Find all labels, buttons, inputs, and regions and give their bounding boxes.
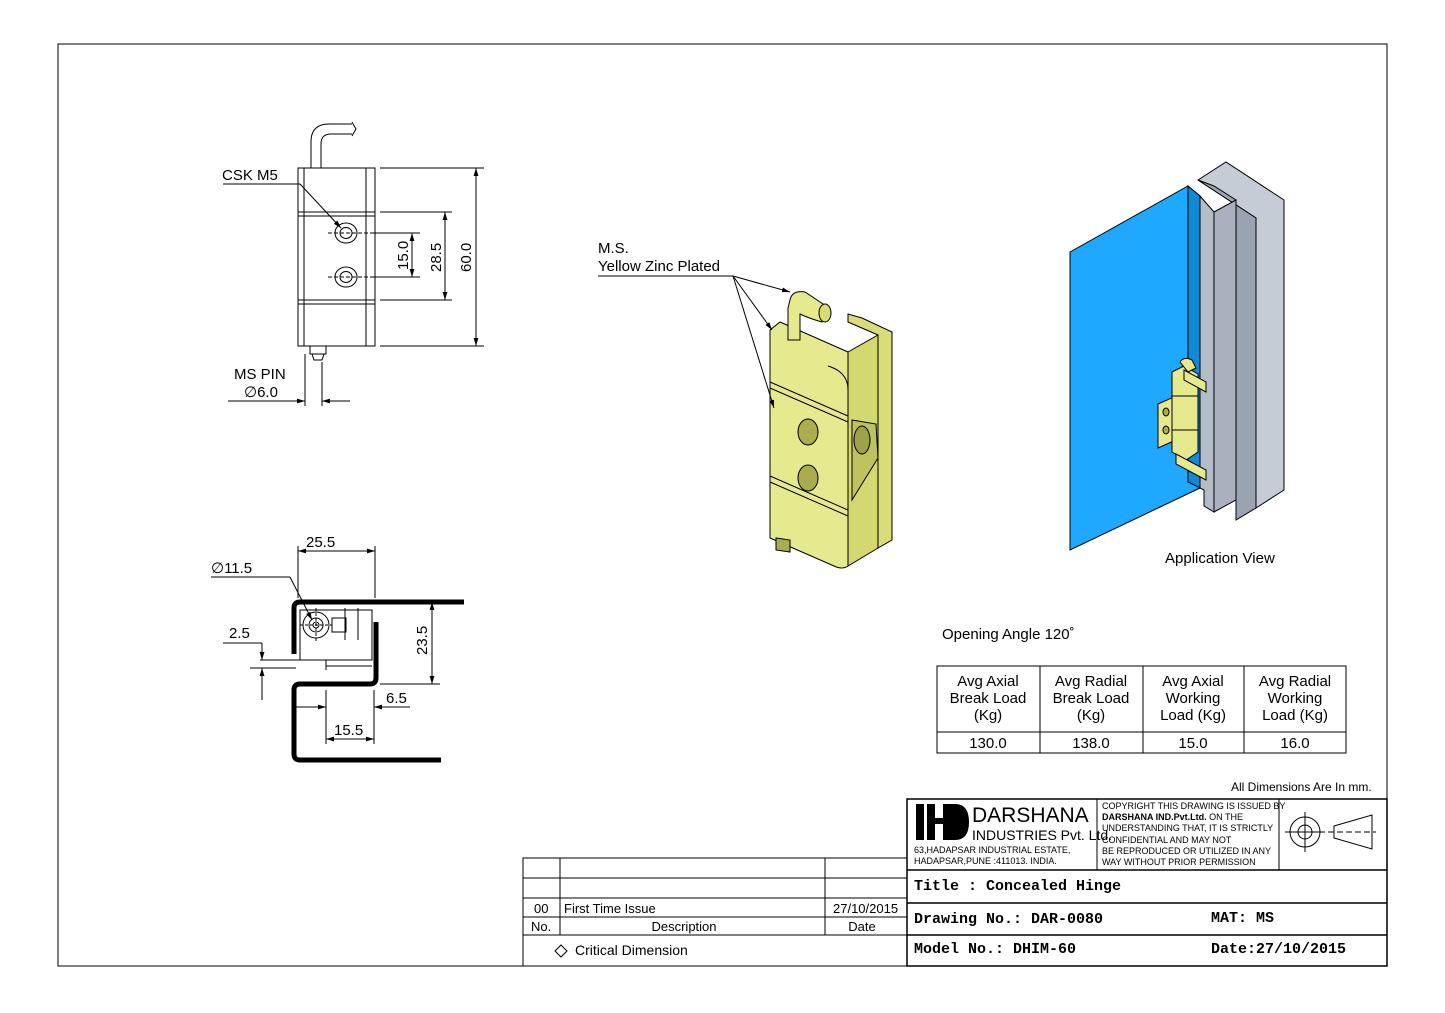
hdr-2-2: Load (Kg) — [1160, 707, 1226, 724]
hdr-3-2: Load (Kg) — [1262, 707, 1328, 724]
revision-table — [522, 857, 908, 967]
hdr-2-0: Avg Axial — [1162, 673, 1223, 690]
hdr-0-0: Avg Axial — [957, 673, 1018, 690]
copy-2: DARSHANA IND.Pvt.Ltd. ON THE — [1102, 812, 1243, 822]
drawing-number: Drawing No.: DAR-0080 — [914, 911, 1103, 928]
rev-desc: First Time Issue — [564, 901, 656, 916]
rev-no: 00 — [534, 901, 548, 916]
sec-dim-15: 15.5 — [334, 722, 363, 739]
material-line2: Yellow Zinc Plated — [598, 258, 720, 275]
copy-5: BE REPRODUCED OR UTILIZED IN ANY — [1102, 846, 1271, 856]
copyright-text: COPYRIGHT THIS DRAWING IS ISSUED BY DARS… — [1102, 801, 1285, 867]
hdr-1-0: Avg Radial — [1055, 673, 1127, 690]
dim-15: 15.0 — [395, 241, 412, 270]
critical-dimension: Critical Dimension — [575, 942, 688, 958]
sec-dim-11: ∅11.5 — [211, 560, 252, 577]
hdr-3-0: Avg Radial — [1259, 673, 1331, 690]
val-3: 16.0 — [1280, 735, 1309, 752]
csk-label: CSK M5 — [222, 167, 278, 184]
val-2: 15.0 — [1178, 735, 1207, 752]
copy-2a: DARSHANA IND.Pvt.Ltd. — [1102, 812, 1207, 822]
sec-dim-25: 25.5 — [306, 534, 335, 551]
model-number: Model No.: DHIM-60 — [914, 941, 1076, 958]
revision-text: 00 First Time Issue 27/10/2015 No. Descr… — [531, 901, 898, 958]
isometric-hinge — [598, 275, 893, 569]
application-view-label: Application View — [1165, 550, 1275, 567]
sec-dim-23: 23.5 — [414, 626, 431, 655]
front-view — [223, 121, 484, 406]
val-0: 130.0 — [969, 735, 1007, 752]
copy-3: UNDERSTANDING THAT, IT IS STRICTLY — [1102, 823, 1273, 833]
dim-28: 28.5 — [428, 243, 445, 272]
hdr-3-1: Working — [1268, 690, 1323, 707]
hdr-1-2: (Kg) — [1077, 707, 1105, 724]
copy-6: WAY WITHOUT PRIOR PERMISSION — [1102, 857, 1256, 867]
sec-dim-6: 6.5 — [386, 690, 407, 707]
material-spec: MAT: MS — [1211, 910, 1274, 927]
hdr-0-1: Break Load — [950, 690, 1027, 707]
drawing-title: Title : Concealed Hinge — [914, 878, 1121, 895]
rev-col-no: No. — [531, 919, 551, 934]
company-sub: INDUSTRIES Pvt. Ltd. — [972, 827, 1112, 843]
pin-dia-label: ∅6.0 — [244, 384, 278, 401]
projection-symbol-icon — [1285, 812, 1376, 852]
hdr-0-2: (Kg) — [974, 707, 1002, 724]
darshana-logo — [916, 804, 969, 840]
copy-4: CONFIDENTIAL AND MAY NOT — [1102, 835, 1232, 845]
rev-col-desc: Description — [651, 919, 716, 934]
application-view — [1069, 161, 1285, 551]
company-addr1: 63,HADAPSAR INDUSTRIAL ESTATE, — [914, 845, 1070, 855]
all-dims-note: All Dimensions Are In mm. — [1231, 780, 1372, 794]
copy-2b: ON THE — [1207, 812, 1243, 822]
rev-col-date: Date — [848, 919, 875, 934]
opening-angle: Opening Angle 120˚ — [942, 626, 1075, 643]
company-name: DARSHANA — [972, 804, 1089, 827]
val-1: 138.0 — [1072, 735, 1110, 752]
load-table — [936, 665, 1347, 754]
hdr-1-1: Break Load — [1053, 690, 1130, 707]
material-line1: M.S. — [598, 240, 629, 257]
copy-1: COPYRIGHT THIS DRAWING IS ISSUED BY — [1102, 801, 1285, 811]
ms-pin-label: MS PIN — [234, 366, 286, 383]
rev-date: 27/10/2015 — [833, 901, 898, 916]
title-block — [906, 798, 1388, 967]
company-addr2: HADAPSAR,PUNE :411013. INDIA. — [914, 856, 1057, 866]
hdr-2-1: Working — [1166, 690, 1221, 707]
section-view — [211, 546, 464, 763]
sec-dim-2: 2.5 — [229, 625, 250, 642]
dim-60: 60.0 — [458, 243, 475, 272]
load-table-headers: Avg Axial Break Load (Kg) Avg Radial Bre… — [950, 673, 1332, 752]
drawing-date: Date:27/10/2015 — [1211, 941, 1346, 958]
